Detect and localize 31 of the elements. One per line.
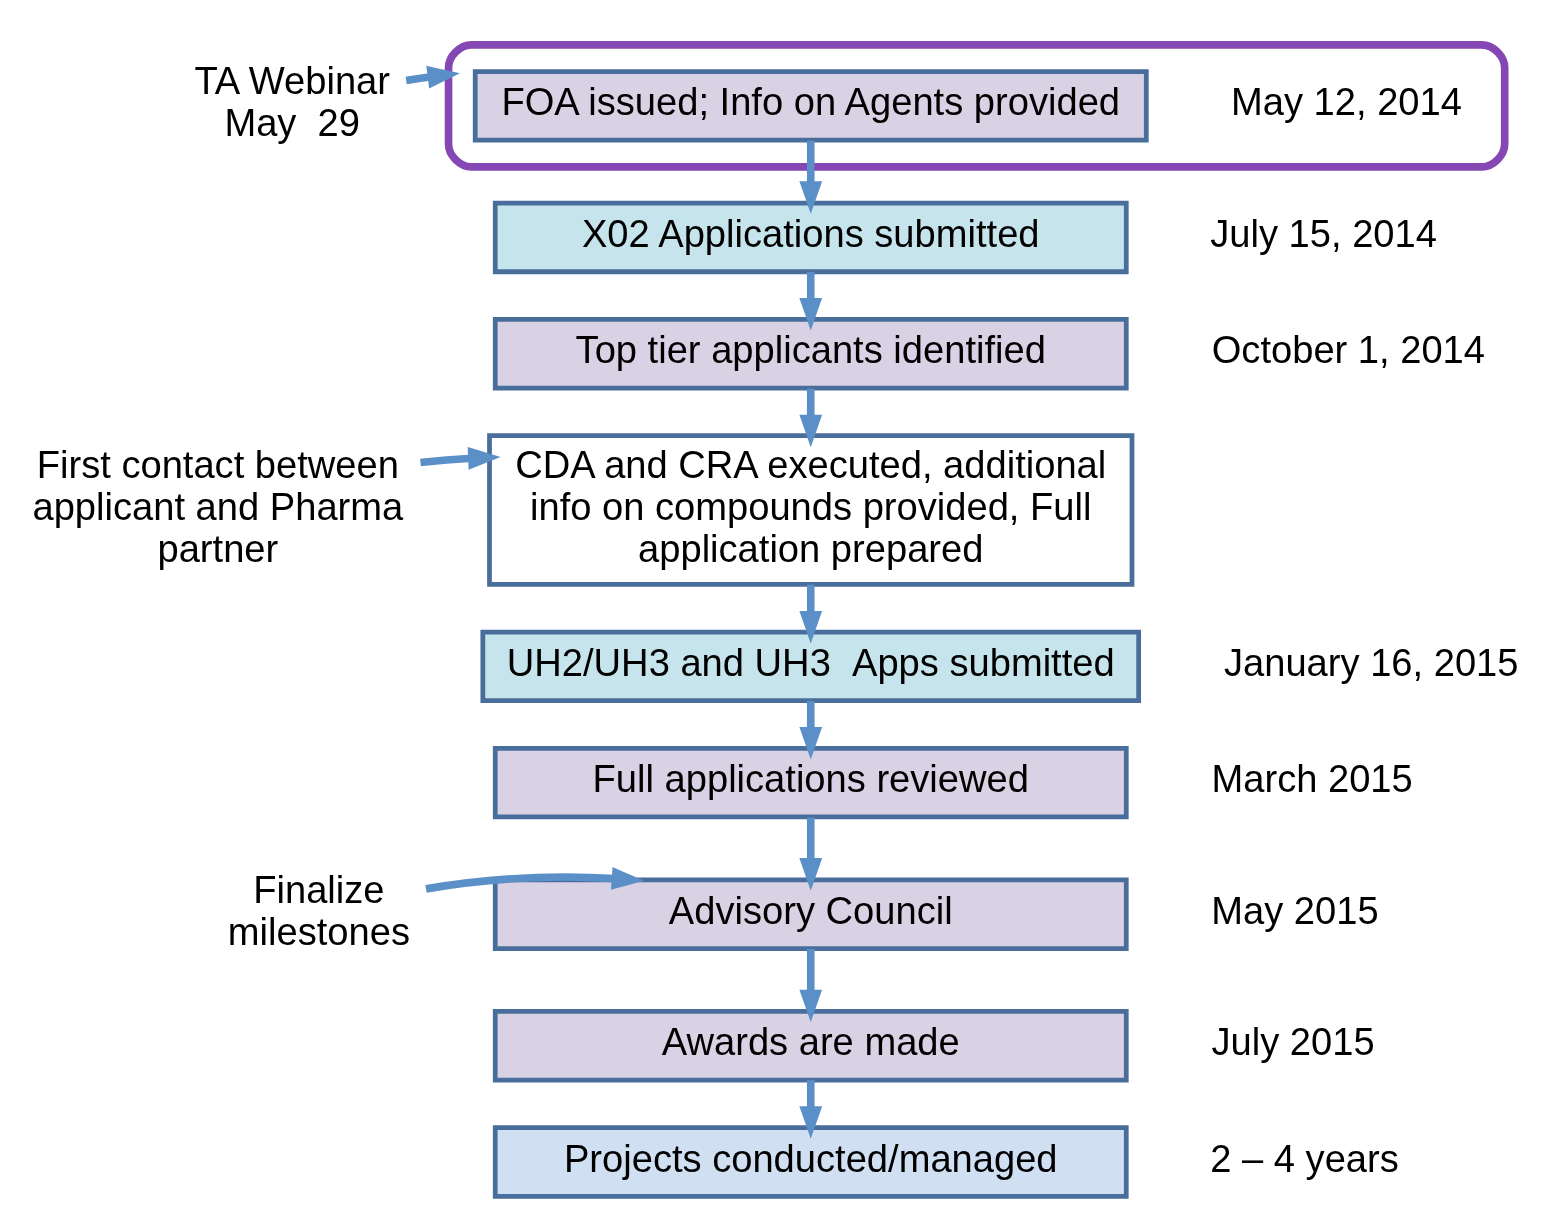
arrow	[799, 271, 823, 331]
node-box: UH2/UH3 and UH3 Apps submitted	[480, 629, 1142, 704]
node-label: July 2015	[1211, 1020, 1375, 1064]
arrow	[799, 949, 823, 1023]
node-label: July 15, 2014	[1210, 211, 1437, 255]
node-label: January 16, 2015	[1223, 640, 1519, 684]
node-box: CDA and CRA executed, additional info on compounds provided, Full application prepared	[487, 433, 1135, 587]
node-label: October 1, 2014	[1211, 328, 1486, 372]
arrow	[405, 65, 460, 89]
node-label: May 2015	[1211, 888, 1379, 932]
node-box: Advisory Council	[492, 877, 1129, 951]
arrow	[799, 817, 823, 891]
node-label: May 12, 2014	[1230, 80, 1462, 124]
node-label: 2 – 4 years	[1210, 1136, 1399, 1180]
node-box: Top tier applicants identified	[492, 317, 1129, 391]
arrow	[799, 1080, 823, 1139]
node-text: First contact between applicant and Pharma partner	[32, 442, 404, 570]
node-label: March 2015	[1211, 757, 1413, 801]
node-box: Full applications reviewed	[492, 745, 1129, 820]
arrow	[799, 700, 823, 760]
node-text: Finalize milestones	[227, 867, 410, 953]
cluster	[444, 41, 1509, 171]
node-box: Awards are made	[492, 1009, 1129, 1083]
arrow	[799, 388, 823, 448]
arrow	[799, 140, 823, 214]
node-text: TA Webinar May 29	[194, 59, 390, 145]
arrow	[799, 584, 823, 644]
node-box: FOA issued; Info on Agents provided	[472, 69, 1149, 143]
node-box: Projects conducted/managed	[492, 1125, 1129, 1199]
arrow	[425, 867, 645, 893]
node-box: X02 Applications submitted	[492, 200, 1129, 275]
